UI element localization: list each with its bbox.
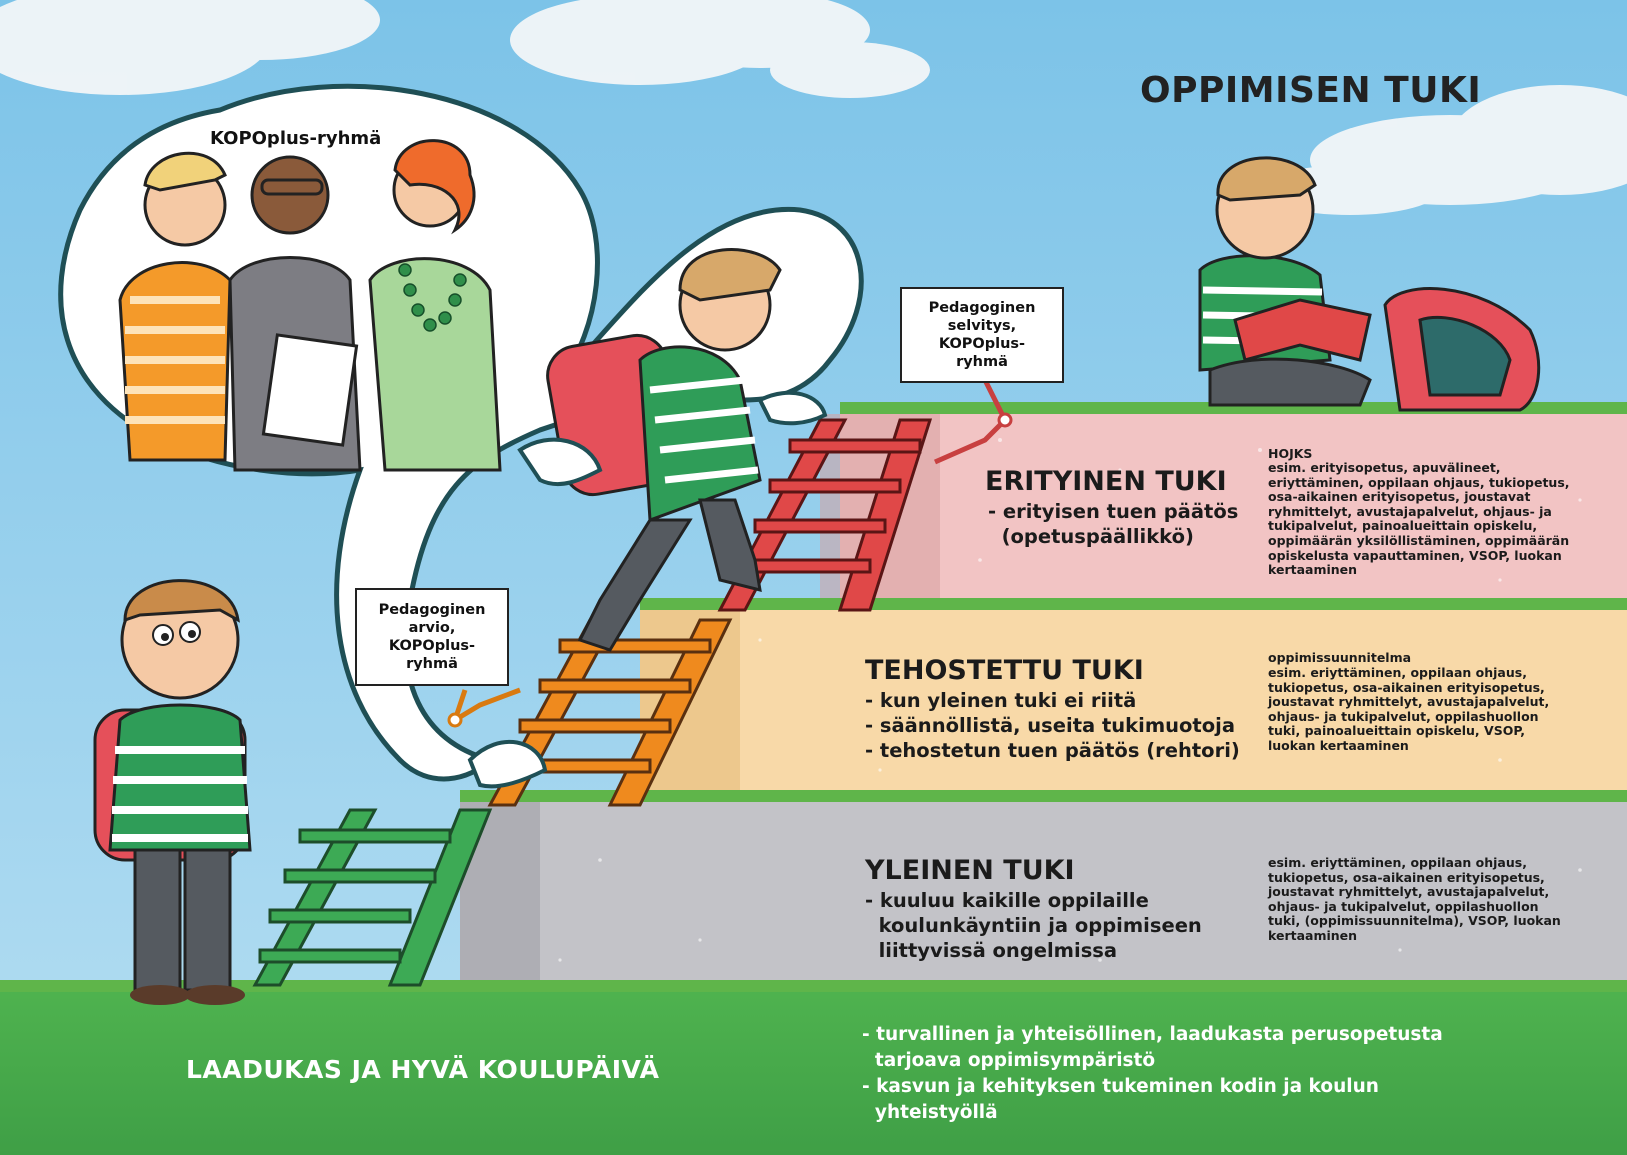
- kopoplus-team-illustration: [118, 139, 502, 472]
- band-yleinen: [460, 802, 1627, 992]
- tag-connectors: [447, 378, 1013, 728]
- side-line: kertaaminen: [1268, 562, 1358, 578]
- side-line: tuki, (oppimissuunnitelma), VSOP, luokan: [1268, 913, 1561, 929]
- tag-upper-line: ryhmä: [956, 354, 1008, 370]
- level-lines-tehostettu: - kun yleinen tuki ei riitä - säännöllis…: [865, 688, 1240, 763]
- level-line: koulunkäyntiin ja oppimiseen: [865, 914, 1202, 937]
- bubble-hands: [467, 390, 828, 789]
- grass-ground-edge: [0, 980, 1627, 992]
- tag-upper-line: KOPOplus-: [938, 336, 1026, 352]
- speckles: [558, 438, 1582, 962]
- side-line: tukiopetus, osa-aikainen erityisopetus,: [1268, 869, 1545, 885]
- tag-pedagoginen-selvitys: Pedagoginen selvitys, KOPOplus- ryhmä: [900, 287, 1064, 383]
- side-list-erityinen: esim. erityisopetus, apuvälineet, eriytt…: [1268, 460, 1570, 578]
- side-line: kertaaminen: [1268, 927, 1358, 943]
- grass-low: [460, 790, 1627, 804]
- side-line: joustavat ryhmittelyt, avustajapalvelut,: [1268, 884, 1550, 900]
- side-line: tukiopetus, osa-aikainen erityisopetus,: [1268, 679, 1545, 695]
- side-line: tuki, painoalueittain opiskelu, VSOP,: [1268, 723, 1525, 739]
- band-tehostettu: [640, 610, 1627, 795]
- side-line: ryhmittelyt, avustajapalvelut, ohjaus- j…: [1268, 503, 1552, 519]
- clouds: [0, 0, 1627, 215]
- ground: [0, 985, 1627, 1155]
- level-line: - tehostetun tuen päätös (rehtori): [865, 739, 1240, 762]
- ladder-orange: [487, 618, 733, 807]
- reading-boy-illustration: [1198, 156, 1541, 412]
- level-title-tehostettu: TEHOSTETTU TUKI: [865, 655, 1144, 686]
- ground-line: yhteistyöllä: [862, 1102, 998, 1123]
- side-line: tukipalvelut, painoalueittain opiskelu,: [1268, 518, 1538, 534]
- side-line: ohjaus- ja tukipalvelut, oppilashuollon: [1268, 708, 1539, 724]
- level-lines-yleinen: - kuuluu kaikille oppilaille koulunkäynt…: [865, 888, 1202, 963]
- side-heading-erityinen: HOJKS: [1268, 446, 1313, 461]
- level-line: - säännöllistä, useita tukimuotoja: [865, 714, 1235, 737]
- standing-boy-illustration: [93, 579, 252, 1005]
- level-line: (opetuspäällikkö): [988, 525, 1194, 548]
- side-line: eriyttäminen, oppilaan ohjaus, tukiopetu…: [1268, 474, 1570, 490]
- side-line: osa-aikainen erityisopetus, joustavat: [1268, 489, 1531, 505]
- side-list-yleinen: esim. eriyttäminen, oppilaan ohjaus, tuk…: [1268, 855, 1561, 944]
- ground-title: LAADUKAS JA HYVÄ KOULUPÄIVÄ: [186, 1055, 660, 1084]
- side-heading-tehostettu: oppimissuunnitelma: [1268, 650, 1412, 665]
- ground-lines: - turvallinen ja yhteisöllinen, laadukas…: [862, 1022, 1443, 1126]
- ground-line: - kasvun ja kehityksen tukeminen kodin j…: [862, 1076, 1379, 1097]
- ground-line: - turvallinen ja yhteisöllinen, laadukas…: [862, 1024, 1443, 1045]
- level-line: - kuuluu kaikille oppilaille: [865, 889, 1149, 912]
- tag-lower-line: arvio,: [408, 620, 456, 636]
- tag-pedagoginen-arvio: Pedagoginen arvio, KOPOplus- ryhmä: [355, 588, 509, 686]
- tag-upper-line: Pedagoginen: [928, 300, 1036, 316]
- ladder-green: [252, 808, 493, 987]
- side-line: esim. eriyttäminen, oppilaan ohjaus,: [1268, 855, 1527, 870]
- side-line: luokan kertaaminen: [1268, 737, 1409, 753]
- side-line: ohjaus- ja tukipalvelut, oppilashuollon: [1268, 898, 1539, 914]
- tag-lower-line: ryhmä: [406, 656, 458, 672]
- page-title: OPPIMISEN TUKI: [1140, 70, 1482, 111]
- level-line: - erityisen tuen päätös: [988, 500, 1239, 523]
- level-line: - kun yleinen tuki ei riitä: [865, 689, 1137, 712]
- level-title-yleinen: YLEINEN TUKI: [865, 855, 1075, 886]
- tag-lower-line: Pedagoginen: [378, 602, 486, 618]
- level-title-erityinen: ERITYINEN TUKI: [985, 466, 1227, 497]
- level-lines-erityinen: - erityisen tuen päätös (opetuspäällikkö…: [988, 499, 1238, 549]
- side-line: oppimäärän yksilöllistäminen, oppimäärän: [1268, 532, 1570, 548]
- level-line: liittyvissä ongelmissa: [865, 939, 1118, 962]
- tag-upper-line: selvitys,: [947, 318, 1017, 334]
- ground-line: tarjoava oppimisympäristö: [862, 1050, 1156, 1071]
- side-line: esim. erityisopetus, apuvälineet,: [1268, 460, 1501, 475]
- side-list-tehostettu: esim. eriyttäminen, oppilaan ohjaus, tuk…: [1268, 665, 1550, 754]
- tag-lower-line: KOPOplus-: [388, 638, 476, 654]
- side-line: esim. eriyttäminen, oppilaan ohjaus,: [1268, 665, 1527, 680]
- side-line: opiskelusta vapauttaminen, VSOP, luokan: [1268, 547, 1562, 563]
- bubble-title: KOPOplus-ryhmä: [210, 128, 382, 149]
- side-line: joustavat ryhmittelyt, avustajapalvelut,: [1268, 694, 1550, 710]
- grass-mid: [640, 598, 1627, 612]
